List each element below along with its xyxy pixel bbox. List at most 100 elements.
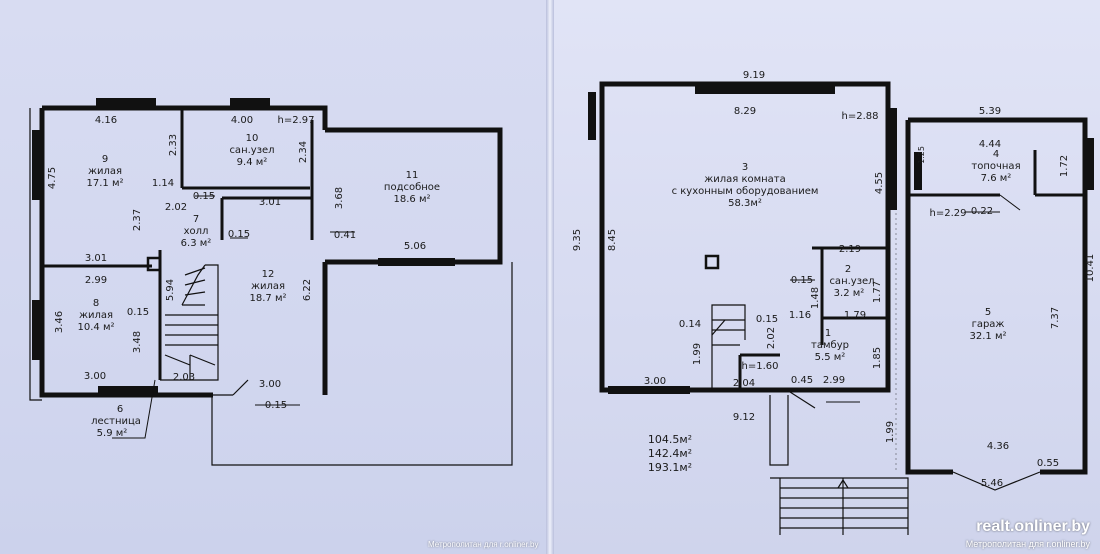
dim-right-045: 0.45	[791, 375, 813, 386]
dim-left-348: 3.48	[132, 331, 143, 353]
right-dim-lines	[790, 194, 1021, 403]
left-interior-walls	[44, 110, 314, 380]
dim-left-300b: 3.00	[259, 379, 281, 390]
page-fold	[546, 0, 554, 554]
dim-right-125: 1.25	[917, 146, 926, 164]
dim-right-204: 2.04	[733, 378, 755, 389]
room-3-name: жилая комната	[704, 174, 786, 185]
dim-left-299: 2.99	[85, 275, 107, 286]
room-8-area: 10.4 м²	[78, 322, 115, 333]
dim-right-299: 2.99	[823, 375, 845, 386]
dim-left-346: 3.46	[54, 311, 65, 333]
dim-left-203: 2.03	[173, 372, 195, 383]
dim-right-179: 1.79	[844, 310, 866, 321]
room-5-number: 5	[985, 307, 991, 318]
right-labels: 9.19 8.29 h=2.88 5.39 4.44 1.25 1.72 4.5…	[572, 70, 1096, 489]
dim-right-829: 8.29	[734, 106, 756, 117]
dim-left-622: 6.22	[302, 279, 313, 301]
dim-left-114: 1.14	[152, 178, 174, 189]
room-11-number: 11	[406, 170, 419, 181]
dim-right-845: 8.45	[607, 229, 618, 251]
dim-right-172: 1.72	[1059, 155, 1070, 177]
room-10-name: сан.узел	[229, 145, 274, 156]
dim-right-177: 1.77	[872, 281, 883, 303]
left-labels: 4.16 4.00 h=2.97 4.75 2.33 2.34 1.14 2.0…	[47, 115, 440, 439]
dim-right-015a: 0.15	[791, 275, 813, 286]
left-sheet	[0, 0, 548, 554]
right-staircase	[711, 304, 746, 390]
room-1-name: тамбур	[811, 340, 849, 351]
dim-right-546: 5.46	[981, 478, 1003, 489]
room-7-number: 7	[193, 214, 199, 225]
dim-right-199a: 1.99	[692, 343, 703, 365]
dim-right-015b: 0.15	[756, 314, 778, 325]
room-12-name: жилая	[251, 281, 285, 292]
room-5-name: гараж	[972, 319, 1005, 330]
dim-right-055: 0.55	[1037, 458, 1059, 469]
dim-left-300a: 3.00	[84, 371, 106, 382]
dim-right-148: 1.48	[810, 287, 821, 309]
room-2-name: сан.узел	[829, 276, 874, 287]
dim-right-912: 9.12	[733, 412, 755, 423]
room-12-area: 18.7 м²	[250, 293, 287, 304]
room-2-area: 3.2 м²	[834, 288, 865, 299]
left-dim-lines	[195, 195, 355, 406]
left-floor-plan	[29, 98, 513, 466]
left-staircase	[160, 264, 219, 381]
room-7-area: 6.3 м²	[181, 238, 212, 249]
room-11-area: 18.6 м²	[394, 194, 431, 205]
dim-right-116: 1.16	[789, 310, 811, 321]
dim-left-594: 5.94	[165, 279, 176, 301]
dim-left-015a: 0.15	[193, 191, 215, 202]
dim-right-444: 4.44	[979, 139, 1001, 150]
room-1-number: 1	[825, 328, 831, 339]
dim-right-202: 2.02	[766, 327, 777, 349]
room-6-number: 6	[117, 404, 123, 415]
watermark-caption-left: Метрополитан для r.onliner.by	[428, 540, 539, 549]
dim-right-455: 4.55	[874, 172, 885, 194]
dim-right-014: 0.14	[679, 319, 701, 330]
dim-right-1041: 10.41	[1085, 254, 1096, 283]
dim-left-234: 2.34	[298, 141, 309, 163]
dim-right-539: 5.39	[979, 106, 1001, 117]
dim-right-919: 9.19	[743, 70, 765, 81]
room-6-name: лестница	[91, 416, 141, 427]
left-outline	[29, 108, 513, 466]
room-4-area: 7.6 м²	[981, 173, 1012, 184]
total-overall-area: 193.1м²	[648, 461, 692, 474]
right-floor-plan	[588, 81, 1094, 535]
room-4-name: топочная	[971, 161, 1020, 172]
watermark-logo: realt.onliner.by	[976, 518, 1090, 535]
dim-left-400: 4.00	[231, 115, 253, 126]
right-interior-walls	[738, 150, 1085, 392]
room-3-number: 3	[742, 162, 748, 173]
dim-left-202: 2.02	[165, 202, 187, 213]
right-outer-walls	[599, 81, 1088, 475]
height-left: h=2.97	[278, 115, 315, 126]
total-living-area: 104.5м²	[648, 433, 692, 446]
right-windows	[588, 86, 1094, 394]
dim-left-237: 2.37	[132, 209, 143, 231]
room-8-number: 8	[93, 298, 99, 309]
dim-left-041: 0.41	[334, 230, 356, 241]
entrance-steps	[769, 391, 909, 535]
dim-right-737: 7.37	[1050, 307, 1061, 329]
room-8-name: жилая	[79, 310, 113, 321]
dim-right-300: 3.00	[644, 376, 666, 387]
height-right-main: h=2.88	[842, 111, 879, 122]
room-1-area: 5.5 м²	[815, 352, 846, 363]
room-9-name: жилая	[88, 166, 122, 177]
room-3-area: 58.3м²	[728, 198, 762, 209]
dim-left-416: 4.16	[95, 115, 117, 126]
dim-left-233: 2.33	[168, 134, 179, 156]
room-3-name2: с кухонным оборудованием	[672, 186, 819, 197]
room-2-number: 2	[845, 264, 851, 275]
room-6-area: 5.9 м²	[97, 428, 128, 439]
room-10-number: 10	[246, 133, 259, 144]
room-12-number: 12	[262, 269, 275, 280]
total-general-area: 142.4м²	[648, 447, 692, 460]
dim-right-935: 9.35	[572, 229, 583, 251]
dim-left-015b: 0.15	[228, 229, 250, 240]
